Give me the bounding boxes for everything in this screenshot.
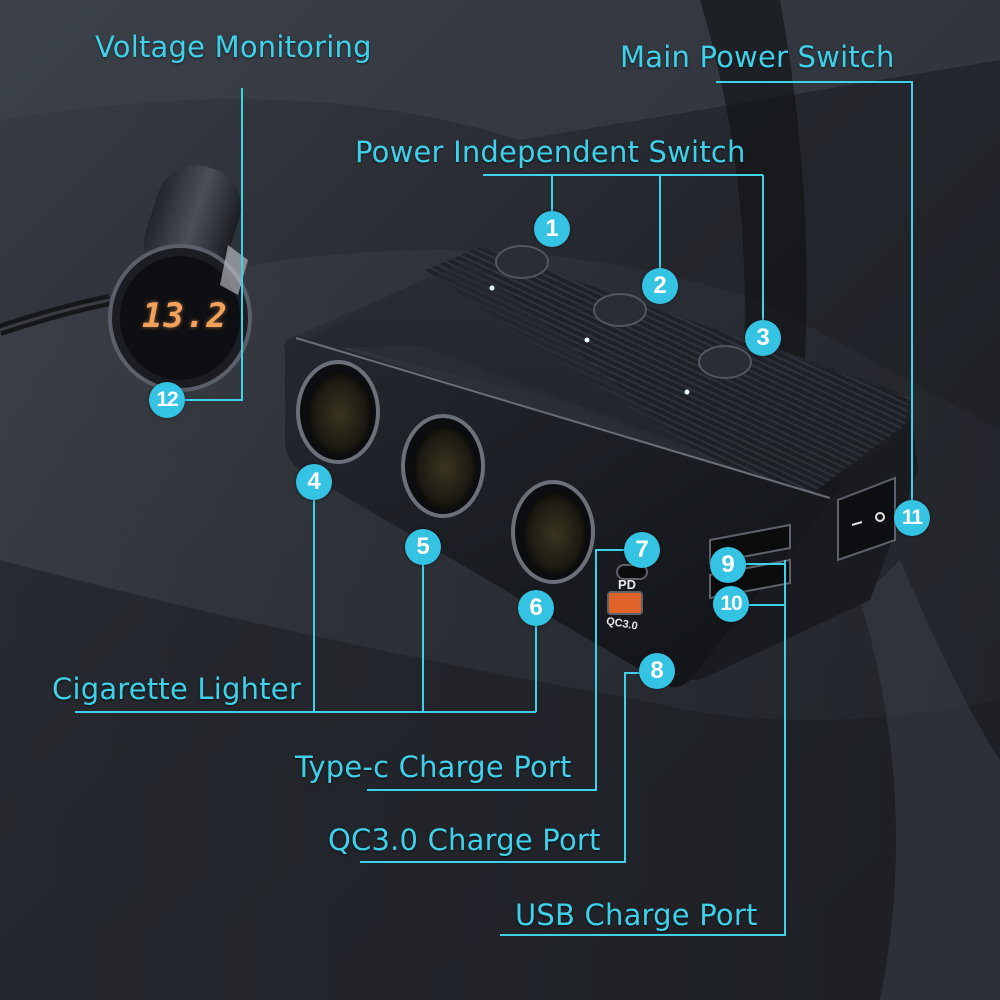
label-main-power-switch: Main Power Switch	[620, 40, 895, 74]
badge-9: 9	[710, 547, 746, 583]
badge-3: 3	[745, 320, 781, 356]
label-usb-port: USB Charge Port	[515, 898, 758, 932]
badge-8: 8	[639, 653, 675, 689]
main-rocker-switch	[837, 476, 896, 562]
voltage-display: 13.2	[142, 296, 228, 336]
label-qc30-port: QC3.0 Charge Port	[328, 823, 601, 857]
badge-7: 7	[624, 532, 660, 568]
badge-12: 12	[149, 382, 185, 418]
label-cigarette-lighter: Cigarette Lighter	[52, 672, 301, 706]
car-charger-plug	[108, 165, 252, 392]
label-type-c-port: Type-c Charge Port	[295, 750, 572, 784]
badge-6: 6	[518, 590, 554, 626]
independent-switches	[489, 245, 752, 395]
label-voltage-monitoring: Voltage Monitoring	[95, 30, 372, 64]
badge-1: 1	[534, 211, 570, 247]
cigarette-sockets	[296, 360, 595, 584]
badge-2: 2	[642, 268, 678, 304]
label-power-independent-switch: Power Independent Switch	[355, 135, 746, 169]
pd-marking: PD	[618, 577, 637, 592]
badge-4: 4	[296, 464, 332, 500]
badge-10: 10	[713, 586, 749, 622]
leader-lines	[75, 81, 913, 936]
badge-5: 5	[405, 529, 441, 565]
badge-11: 11	[894, 500, 930, 536]
